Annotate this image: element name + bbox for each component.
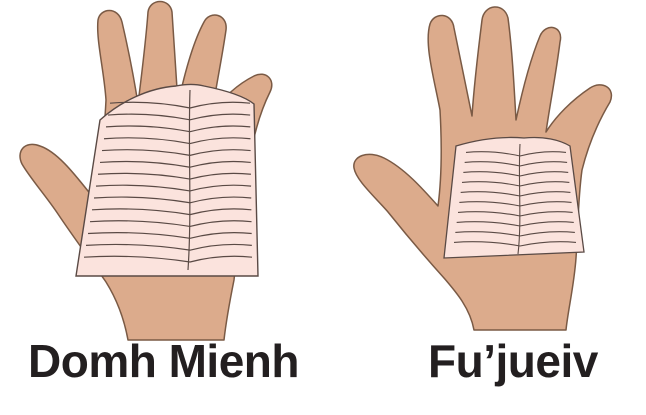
right-book-page [444,137,584,258]
caption-domh-mienh: Domh Mienh [28,338,299,384]
right-hand-illustration [354,7,612,330]
left-hand-illustration [20,2,272,341]
caption-fujueiv: Fu’jueiv [428,338,598,384]
